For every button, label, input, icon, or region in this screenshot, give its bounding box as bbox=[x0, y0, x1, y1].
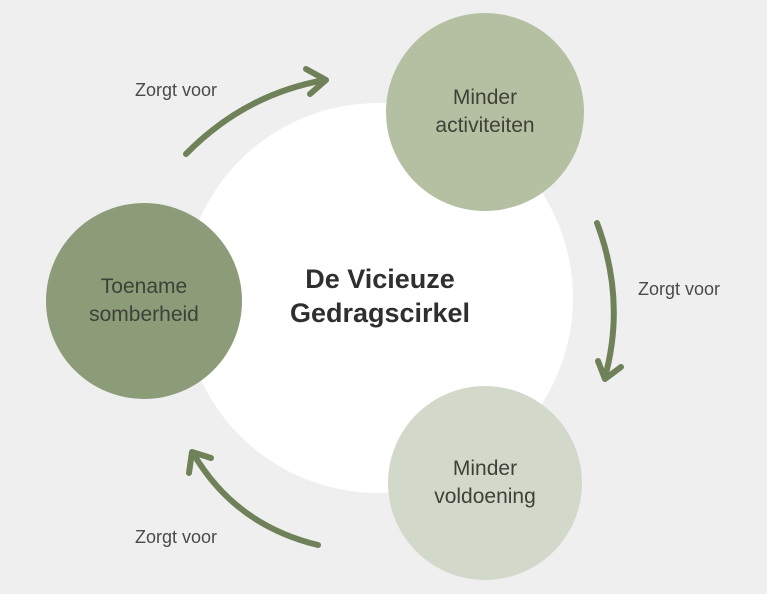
diagram-title: De Vicieuze Gedragscirkel bbox=[250, 262, 510, 330]
node-label-line1: Toename bbox=[100, 275, 188, 298]
title-line-1: De Vicieuze bbox=[305, 264, 455, 294]
node-minder-voldoening: Minder voldoening bbox=[388, 386, 582, 580]
arrow-head-3 bbox=[186, 449, 214, 476]
edge-label-1: Zorgt voor bbox=[135, 80, 218, 100]
node-label-line1: Minder bbox=[452, 86, 518, 109]
node-toename-somberheid: Toename somberheid bbox=[46, 203, 242, 399]
title-line-2: Gedragscirkel bbox=[289, 298, 471, 328]
node-label-line2: somberheid bbox=[89, 303, 199, 326]
node-minder-activiteiten: Minder activiteiten bbox=[386, 13, 584, 211]
node-label-line2: activiteiten bbox=[435, 114, 535, 137]
edge-label-3: Zorgt voor bbox=[135, 527, 218, 547]
arrow-edge-3 bbox=[190, 450, 321, 548]
arrow-head-2 bbox=[595, 358, 624, 382]
edge-label-2: Zorgt voor bbox=[638, 279, 721, 299]
node-label-line2: voldoening bbox=[434, 485, 536, 508]
arrow-edge-1 bbox=[183, 77, 328, 157]
arrow-edge-2 bbox=[594, 220, 617, 380]
arrow-head-1 bbox=[303, 66, 329, 97]
node-label-line1: Minder bbox=[452, 457, 518, 480]
